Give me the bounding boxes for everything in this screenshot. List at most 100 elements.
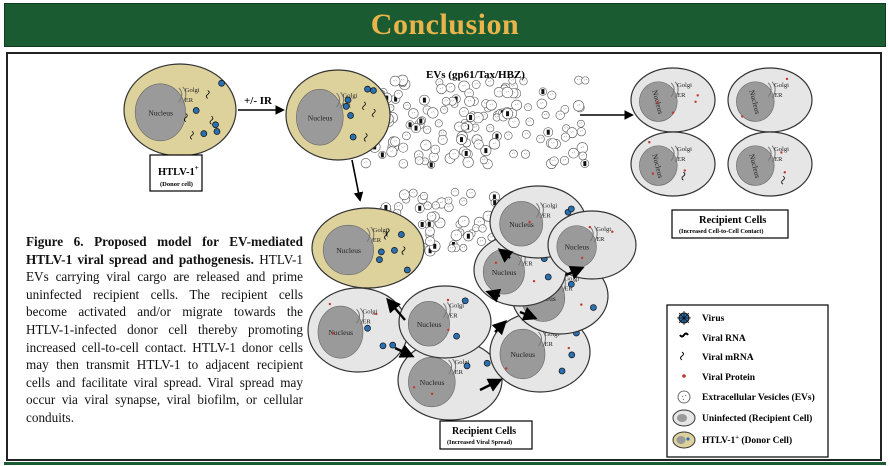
nucleus (407, 301, 450, 347)
nucleus (639, 145, 678, 186)
cluster-arrow-8 (485, 288, 502, 303)
virus (364, 85, 371, 93)
golgi (670, 81, 679, 99)
golgi-label: Golgi (677, 82, 692, 89)
arrows-layer (238, 105, 634, 392)
extracellular-vesicle (450, 229, 463, 241)
extracellular-vesicle (444, 196, 453, 205)
donor-label: HTLV-1+ (158, 164, 199, 178)
extracellular-vesicle (463, 231, 474, 242)
extracellular-vesicle (462, 156, 474, 168)
extracellular-vesicle (466, 188, 476, 199)
cluster-arrow-3 (479, 378, 503, 392)
extracellular-vesicle (386, 146, 398, 158)
virus (379, 342, 387, 350)
extracellular-vesicle (425, 226, 435, 237)
to-cluster-arrow (351, 159, 364, 202)
protein (528, 220, 531, 224)
extracellular-vesicle (576, 142, 589, 154)
extracellular-vesicle (423, 125, 432, 134)
recipient-bottom-box (439, 420, 533, 450)
nucleus-label: Nucleus (148, 108, 173, 117)
er-label: ER (524, 260, 533, 267)
protein (648, 141, 651, 144)
extracellular-vesicle (555, 110, 565, 120)
virus (590, 304, 597, 311)
extracellular-vesicle (476, 236, 486, 246)
cluster-arrow-6 (519, 307, 538, 321)
extracellular-vesicle (398, 142, 409, 153)
extracellular-vesicle (459, 107, 469, 117)
extracellular-vesicle (378, 150, 387, 159)
legend-label-viral-mrna: Viral mRNA (702, 353, 754, 363)
extracellular-vesicle (436, 83, 447, 95)
golgi (336, 91, 345, 109)
extracellular-vesicle (485, 99, 497, 111)
extracellular-vesicle (525, 117, 535, 127)
cluster-arrow-7 (565, 266, 585, 280)
er-label: ER (542, 212, 551, 219)
protein (446, 298, 450, 302)
virus (463, 362, 471, 370)
nucleus-label: Nucleus (336, 246, 361, 255)
er-label: ER (373, 237, 382, 244)
extracellular-vesicle (445, 82, 456, 93)
virus (567, 280, 575, 288)
virus (342, 103, 350, 110)
virus (544, 273, 552, 281)
legend-label-uninfected: Uninfected (Recipient Cell) (702, 413, 812, 424)
extracellular-vesicle (456, 134, 467, 145)
extracellular-vesicle (549, 156, 559, 166)
golgi (767, 81, 776, 99)
mrna (371, 108, 376, 118)
extracellular-vesicle (577, 119, 585, 128)
extracellular-vesicle (458, 215, 470, 228)
nucleus (736, 145, 775, 186)
extracellular-vesicle (410, 123, 422, 134)
donor-sublabel: (Donor cell) (160, 181, 193, 188)
golgi (589, 225, 598, 243)
extracellular-vesicle (408, 108, 419, 119)
virus (192, 107, 200, 114)
extracellular-vesicle (568, 147, 579, 159)
extracellular-vesicle (408, 188, 418, 198)
protein (505, 367, 508, 370)
nucleus (736, 81, 775, 122)
virus (391, 246, 398, 254)
nucleus-label: Nucleus (329, 328, 354, 337)
virus (218, 79, 225, 87)
cluster-arrow-4 (491, 319, 508, 336)
recipient-bottom-title: Recipient Cells (452, 426, 516, 437)
uninfected-cell-icon (672, 409, 696, 427)
virus-icon (677, 311, 691, 325)
golgi-label: Golgi (455, 359, 470, 366)
mrna (362, 101, 366, 111)
extracellular-vesicle (389, 75, 401, 87)
virus (370, 87, 377, 94)
viral-protein-icon (682, 374, 686, 378)
extracellular-vesicle (466, 112, 476, 123)
er-label: ER (545, 341, 554, 348)
extracellular-vesicle (502, 108, 514, 120)
protein (694, 100, 697, 103)
extracellular-vesicle (447, 244, 456, 253)
virus (453, 332, 460, 340)
golgi (535, 202, 544, 219)
protein (783, 171, 786, 174)
nucleus (134, 83, 186, 142)
protein (412, 386, 416, 389)
virus (213, 128, 221, 135)
virus (558, 367, 566, 375)
evs-label: EVs (gp61/Tax/HBZ) (426, 69, 525, 81)
nucleus (499, 328, 546, 380)
extracellular-vesicle (426, 211, 437, 222)
mrna (385, 228, 390, 237)
golgi (670, 145, 679, 163)
protein (683, 169, 687, 172)
protein (785, 77, 789, 81)
protein (696, 94, 699, 97)
cluster-arrow-5 (497, 248, 514, 263)
